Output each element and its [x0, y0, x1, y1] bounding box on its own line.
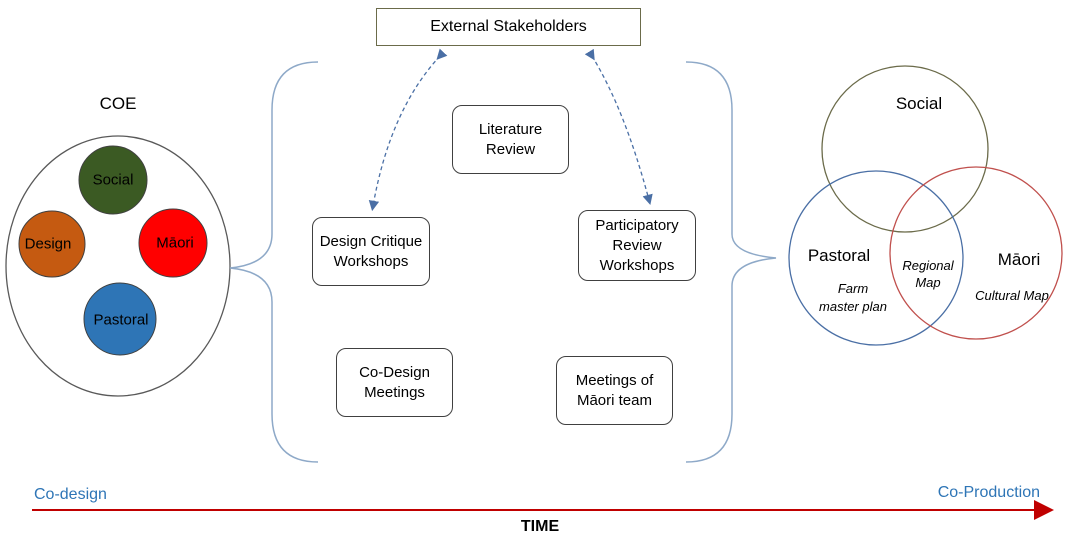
venn-regional-map-label: Regional Map — [902, 258, 954, 290]
right-brace — [685, 61, 777, 463]
timeline-end-label: Co-Production — [937, 484, 1040, 501]
design-critique-box: Design Critique Workshops — [312, 217, 430, 286]
time-axis-label: TIME — [520, 518, 560, 535]
literature-review-box: Literature Review — [452, 105, 569, 174]
coe-design-circle — [18, 210, 86, 278]
coe-title: COE — [99, 94, 137, 113]
co-design-meetings-box: Co-Design Meetings — [336, 348, 453, 417]
venn-social-label: Social — [895, 94, 943, 113]
stakeholder-participatory-arrow — [584, 48, 653, 206]
left-brace — [229, 61, 319, 463]
coe-oval — [5, 135, 231, 397]
timeline-start-label: Co-design — [34, 486, 107, 503]
coe-pastoral-label: Pastoral — [93, 311, 149, 329]
venn-pastoral-label: Pastoral — [807, 246, 871, 265]
coe-design-label: Design — [24, 235, 72, 253]
coe-pastoral-circle — [83, 282, 157, 356]
stakeholder-design-arrow — [368, 48, 448, 212]
coe-maori-label: Māori — [156, 234, 194, 252]
external-stakeholders-box: External Stakeholders — [376, 8, 641, 46]
venn-pastoral-circle — [788, 170, 964, 346]
coe-social-label: Social — [92, 171, 134, 189]
participatory-review-box: Participatory Review Workshops — [578, 210, 696, 281]
venn-cultural-map-label: Cultural Map — [975, 288, 1049, 303]
coe-social-circle — [78, 145, 148, 215]
coe-maori-circle — [138, 208, 208, 278]
maori-team-meetings-box: Meetings of Māori team — [556, 356, 673, 425]
venn-maori-circle — [889, 166, 1063, 340]
venn-farm-plan-label: Farm master plan — [819, 281, 887, 314]
venn-maori-label: Māori — [997, 250, 1041, 269]
venn-social-circle — [821, 65, 989, 233]
external-stakeholders-label: External Stakeholders — [430, 18, 587, 35]
